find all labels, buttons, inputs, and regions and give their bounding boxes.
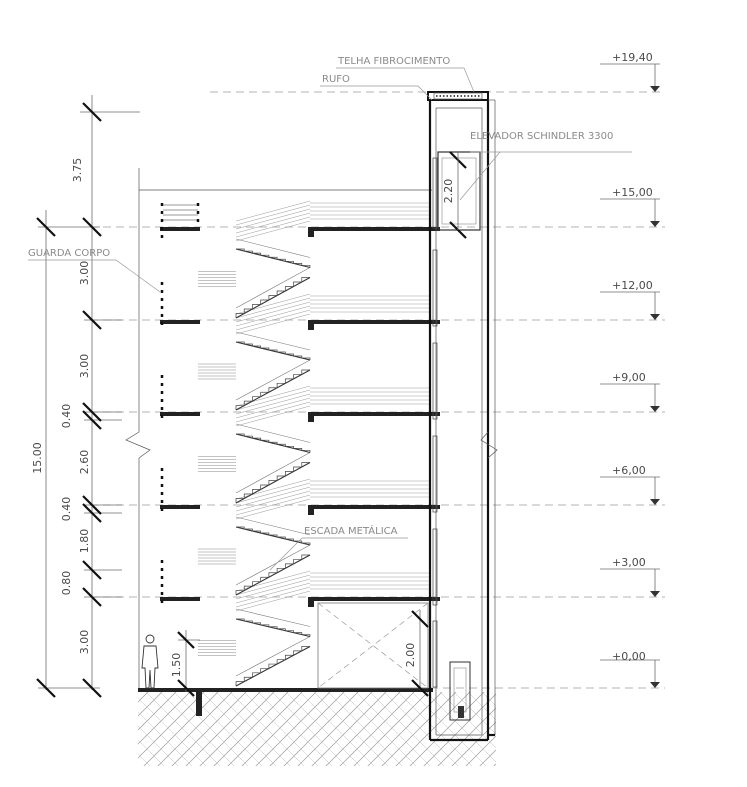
stair-rail-line (235, 582, 311, 604)
level-label-15-00: +15,00 (612, 186, 653, 199)
stair-rail-line (235, 494, 311, 516)
stair-handrail (235, 267, 311, 309)
stair-stringer (235, 618, 311, 638)
dim-2-60: 2.60 (78, 450, 91, 475)
stair-rail-line (235, 305, 311, 327)
stair-rail-line (235, 490, 311, 512)
label-guarda-corpo: GUARDA CORPO (28, 248, 110, 259)
dim-2-00: 2.00 (404, 643, 417, 668)
level-markers (600, 63, 660, 688)
stair-handrail (235, 359, 311, 401)
label-escada: ESCADA METÁLICA (304, 524, 398, 537)
stair-rail-line (235, 570, 311, 592)
stair-treads (235, 277, 310, 318)
stair-rail-line (235, 586, 311, 608)
stair-rail-line (235, 297, 311, 319)
left-wall (125, 168, 432, 690)
level-label-3-00: +3,00 (612, 556, 646, 569)
elevator-shaft (427, 91, 498, 742)
dim-3-00-bottom: 3.00 (78, 630, 91, 655)
stair-treads (235, 369, 310, 410)
stair-rail-line (235, 574, 311, 596)
stair-rail-line (235, 385, 311, 407)
dim-3-75: 3.75 (71, 158, 84, 183)
stair-rail-line (235, 486, 311, 508)
stair-stringer (235, 248, 311, 269)
stair-rail-line (235, 397, 311, 419)
stair-rail-line (235, 393, 311, 415)
label-elevador: ELEVADOR SCHINDLER 3300 (470, 131, 613, 142)
stair-treads (236, 618, 311, 637)
stair-rail-line (235, 220, 311, 242)
stair-stringer (235, 341, 311, 361)
stair-handrail (235, 544, 311, 586)
stair-rail-line (235, 208, 311, 230)
stair-stringer (235, 526, 311, 546)
stair-treads (236, 526, 311, 545)
annotation-leaders (28, 67, 632, 571)
stair-stringer (235, 369, 311, 411)
dim-3-00-second: 3.00 (78, 354, 91, 379)
stair-treads (235, 646, 310, 686)
level-label-12-00: +12,00 (612, 279, 653, 292)
stair-rail-line (235, 309, 311, 331)
floor-slabs (138, 227, 440, 716)
door-dimension (177, 630, 200, 697)
stair-handrail (235, 238, 311, 258)
stair-stringer (235, 646, 311, 687)
stair-handrail (235, 608, 311, 627)
stair-handrail (235, 516, 311, 536)
dim-1-50: 1.50 (170, 653, 183, 678)
stair-handrail (235, 423, 311, 443)
dim-1-80: 1.80 (78, 529, 91, 554)
stair-rail-line (235, 578, 311, 600)
dim-2-20: 2.20 (442, 179, 455, 204)
stair-handrail (235, 636, 311, 677)
dimension-chains (36, 95, 140, 698)
dim-3-00-top: 3.00 (78, 261, 91, 286)
stair-treads (236, 248, 311, 268)
stair-rail-line (235, 313, 311, 335)
stair-rail-line (235, 204, 311, 226)
stair-rail-line (235, 482, 311, 504)
stair-stringer (235, 462, 311, 504)
human-figure (141, 634, 159, 689)
dim-0-80: 0.80 (60, 571, 73, 596)
stair-treads (235, 554, 310, 595)
stair-stringer (235, 433, 311, 454)
stair-stringer (235, 554, 311, 596)
stair-rail-line (235, 301, 311, 323)
ground-hatch (138, 692, 496, 766)
level-label-0-00: +0,00 (612, 650, 646, 663)
stair-rail-line (235, 212, 311, 234)
stair-rail-line (235, 200, 311, 222)
stair-rail-line (235, 401, 311, 423)
level-label-19-40: +19,40 (612, 51, 653, 64)
level-label-6-00: +6,00 (612, 464, 646, 477)
stair-rail-line (235, 478, 311, 500)
stair-rail-line (235, 293, 311, 315)
level-label-9-00: +9,00 (612, 371, 646, 384)
stair-treads (236, 341, 311, 360)
stair-stringer (235, 277, 311, 319)
stair-handrail (235, 331, 311, 351)
stair-rail-line (235, 216, 311, 238)
stair-flights (198, 200, 430, 687)
ground-opening (317, 602, 429, 697)
dim-0-40-upper: 0.40 (60, 404, 73, 429)
stair-treads (235, 462, 310, 503)
stair-rail-line (235, 405, 311, 427)
stair-rail-line (235, 498, 311, 520)
stair-rail-line (235, 389, 311, 411)
dim-0-40-lower: 0.40 (60, 497, 73, 522)
stair-rail-line (235, 590, 311, 612)
label-telha: TELHA FIBROCIMENTO (337, 56, 450, 67)
label-rufo: RUFO (322, 74, 350, 85)
guard-rails (160, 203, 200, 605)
dim-15-00: 15.00 (31, 442, 44, 474)
stair-handrail (235, 452, 311, 494)
stair-treads (236, 433, 311, 453)
